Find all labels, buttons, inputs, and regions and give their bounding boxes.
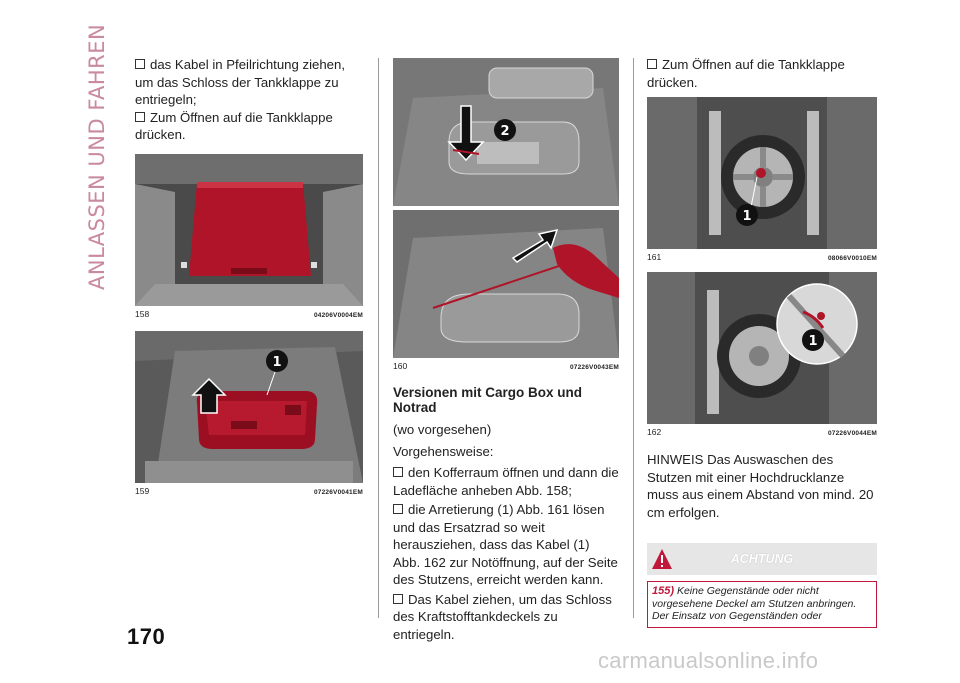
figure-159-cargo-box: 1 — [135, 330, 363, 483]
section-heading: Versionen mit Cargo Box und Notrad — [393, 385, 583, 415]
note-text: HINWEIS Das Auswaschen des Stutzen mit e… — [647, 452, 874, 520]
bullet-item: das Kabel in Pfeilrichtung ziehen, um da… — [135, 57, 346, 107]
bullet-item: den Kofferraum öffnen und dann die Ladef… — [393, 465, 619, 498]
cargo-box-image-159: 1 — [135, 330, 363, 483]
spare-wheel-image-161: 1 — [647, 97, 877, 249]
figure-160-cable-pull: 2 — [393, 58, 619, 358]
column-1: das Kabel in Pfeilrichtung ziehen, um da… — [135, 56, 363, 496]
page-number: 170 — [127, 624, 166, 649]
bullet-item: Zum Öffnen auf die Tankklappe drücken. — [135, 109, 333, 142]
figure-161-spare-wheel: 1 — [647, 97, 877, 249]
warning-triangle-icon — [652, 549, 672, 569]
warning-text: Keine Gegenstände oder nicht vorgesehene… — [652, 585, 857, 622]
column-divider — [633, 58, 634, 618]
column-3: Zum Öffnen auf die Tankklappe drücken. 1… — [647, 56, 877, 628]
checkbox-bullet-icon — [135, 111, 145, 122]
figure-158-trunk-floor — [135, 153, 363, 306]
section-cargo-box: Versionen mit Cargo Box und Notrad (wo v… — [393, 385, 619, 643]
emergency-cable-image-162: 1 — [647, 272, 877, 424]
warning-content: 155) Keine Gegenstände oder nicht vorges… — [647, 581, 877, 628]
callout-label: 2 — [500, 124, 509, 139]
side-section-title: ANLASSEN UND FAHREN — [85, 23, 109, 290]
checkbox-bullet-icon — [647, 59, 657, 69]
bullet-item: Das Kabel ziehen, um das Schloss des Kra… — [393, 591, 612, 642]
callout-label: 1 — [272, 355, 281, 370]
callout-label: 1 — [808, 334, 817, 349]
bullet-item: die Arretierung (1) Abb. 161 lösen und d… — [393, 502, 618, 587]
warning-title: ACHTUNG — [730, 552, 794, 566]
trunk-image-158 — [135, 153, 363, 306]
checkbox-bullet-icon — [135, 59, 145, 69]
section-subheading: (wo vorgesehen) — [393, 422, 492, 437]
bullet-item: Zum Öffnen auf die Tankklappe drücken. — [647, 57, 845, 90]
cable-image-160: 2 — [393, 58, 619, 358]
column-divider — [378, 58, 379, 618]
figure-162-emergency-cable: 1 — [647, 272, 877, 424]
procedure-label: Vorgehensweise: — [393, 443, 494, 459]
watermark: carmanualsonline.info — [598, 648, 819, 673]
warning-number: 155) — [652, 585, 675, 597]
callout-label: 1 — [742, 209, 751, 224]
checkbox-bullet-icon — [393, 593, 403, 604]
checkbox-bullet-icon — [393, 504, 403, 514]
checkbox-bullet-icon — [393, 467, 403, 477]
warning-header: ACHTUNG — [647, 543, 877, 575]
warning-block: ACHTUNG 155) Keine Gegenstände oder nich… — [647, 543, 877, 628]
